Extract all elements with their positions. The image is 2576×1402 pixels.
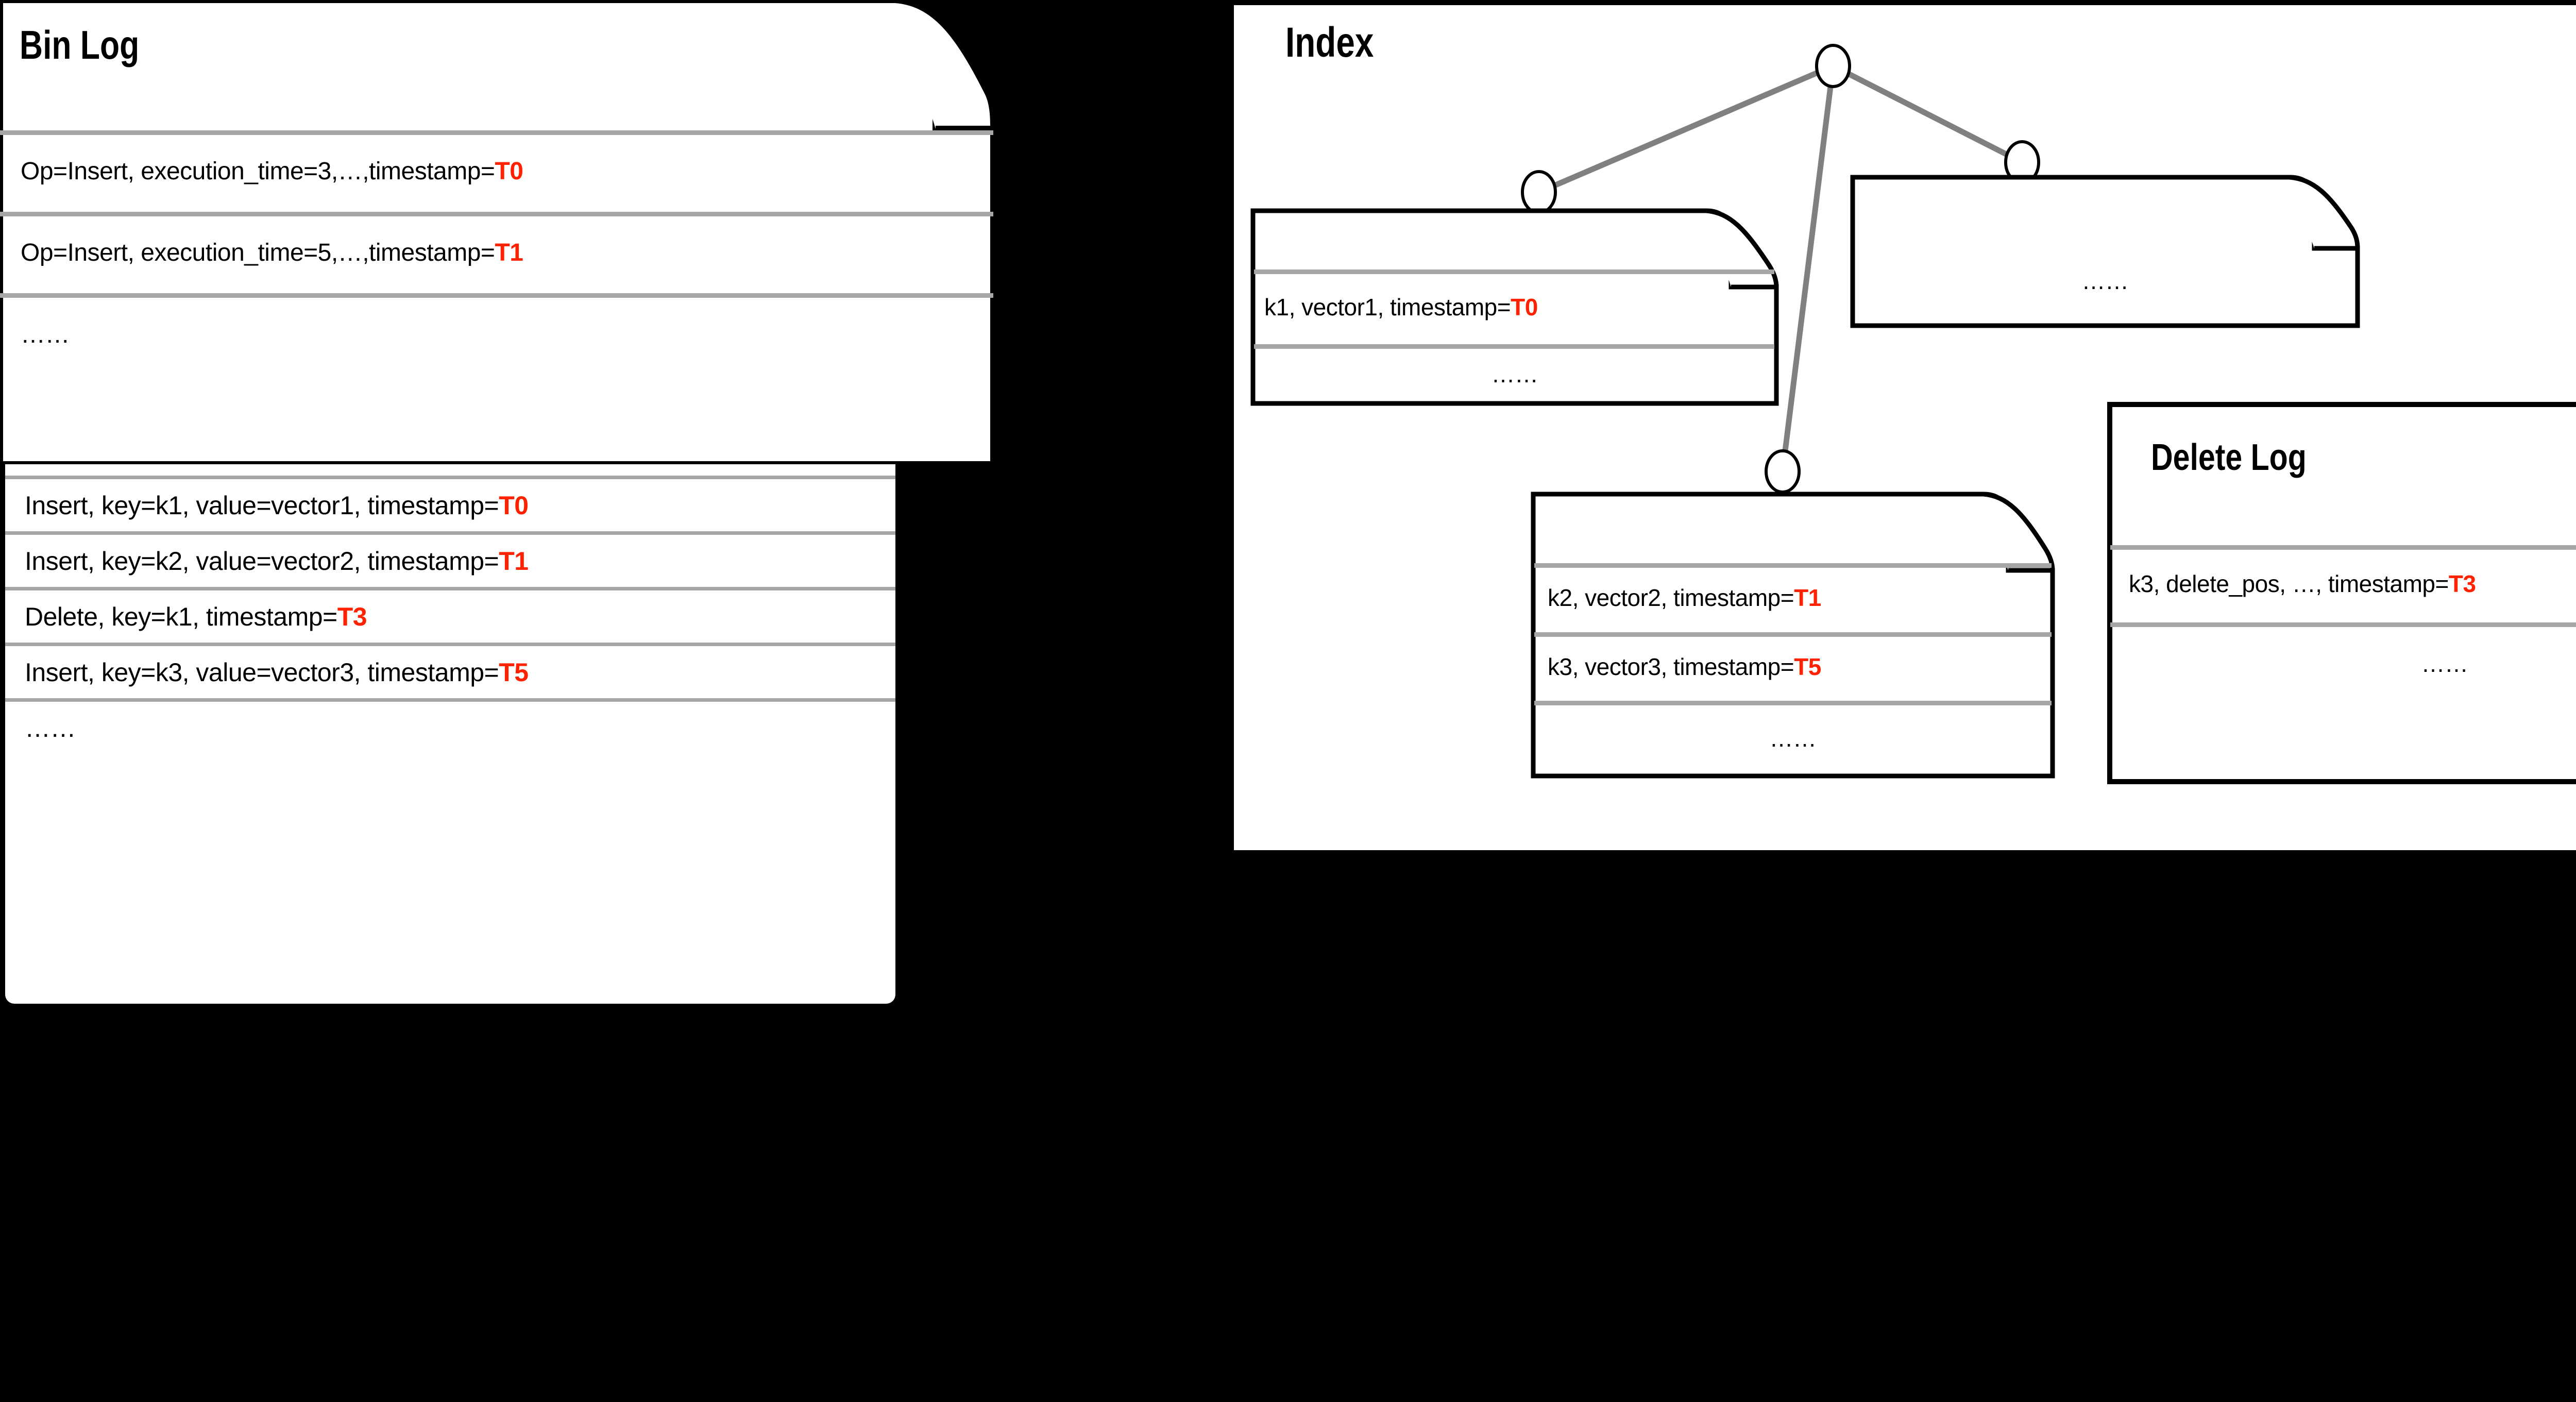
leaf-row: ……: [1531, 701, 2055, 776]
timestamp-value: T1: [499, 546, 529, 576]
delete-log-card[interactable]: Delete Log k3, delete_pos, …, timestamp=…: [2107, 402, 2576, 784]
wal-row-text: Insert, key=k2, value=vector2, timestamp…: [25, 546, 529, 576]
doc-outline: [1250, 208, 1779, 406]
timestamp-value: T1: [1794, 584, 1821, 611]
tree-node-root[interactable]: [1815, 44, 1851, 88]
row-separator: [1534, 563, 2052, 568]
leaf-row-text: k1, vector1, timestamp=T0: [1264, 293, 1538, 320]
bin-log-row: ……: [0, 293, 2576, 376]
leaf-row: k2, vector2, timestamp=T1: [1531, 563, 2055, 632]
wal-row-text: Delete, key=k1, timestamp=T3: [25, 602, 367, 631]
delete-log-title: Delete Log: [2151, 437, 2307, 478]
wal-row: Insert, key=k2, value=vector2, timestamp…: [5, 531, 895, 587]
timestamp-value: T3: [2448, 570, 2476, 597]
bin-log-row-text: Op=Insert, execution_time=3,…,timestamp=…: [21, 157, 523, 185]
leaf-row: k3, vector3, timestamp=T5: [1531, 632, 2055, 701]
tree-edge-center: [1780, 65, 1836, 472]
leaf-row: k1, vector1, timestamp=T0: [1251, 269, 1778, 344]
wal-row-list: Insert, key=k1, value=vector1, timestamp…: [5, 476, 895, 754]
leaf-row-ellipsis: ……: [1769, 725, 1817, 752]
timestamp-value: T0: [499, 491, 529, 520]
index-tree: [1521, 44, 2040, 494]
timestamp-value: T0: [1511, 293, 1538, 320]
timestamp-value: T0: [495, 157, 523, 185]
index-panel: Index k1, vector1, timestamp=T0 ……: [1234, 5, 2576, 850]
row-separator: [1254, 344, 1774, 349]
row-separator: [1254, 269, 1774, 274]
delete-log-row-text: k3, delete_pos, …, timestamp=T3: [2129, 570, 2476, 597]
row-separator: [1534, 701, 2052, 705]
delete-log-row: k3, delete_pos, …, timestamp=T3: [2107, 545, 2576, 622]
row-separator: [0, 212, 993, 216]
bin-log-row-ellipsis: ……: [21, 320, 70, 348]
leaf-row-ellipsis: ……: [1491, 360, 1539, 387]
doc-outline: [1850, 175, 2360, 328]
timestamp-value: T5: [1794, 653, 1821, 680]
timestamp-value: T1: [495, 239, 523, 266]
row-separator: [0, 293, 993, 298]
index-leaf-k1[interactable]: k1, vector1, timestamp=T0 ……: [1250, 208, 1779, 406]
tree-node-child-mid[interactable]: [1765, 449, 1801, 494]
bin-log-panel[interactable]: Bin Log Op=Insert, execution_time=3,…,ti…: [0, 0, 994, 464]
index-title: Index: [1285, 19, 1374, 66]
delete-log-row: ……: [2107, 622, 2576, 705]
wal-row-text: Insert, key=k3, value=vector3, timestamp…: [25, 657, 529, 687]
delete-log-row-ellipsis: ……: [2421, 650, 2469, 677]
bin-log-title: Bin Log: [20, 22, 140, 67]
wal-row: Delete, key=k1, timestamp=T3: [5, 587, 895, 643]
wal-row-ellipsis: ……: [25, 713, 76, 742]
bin-log-row-text: Op=Insert, execution_time=5,…,timestamp=…: [21, 239, 523, 266]
tree-nodes: [1521, 44, 2040, 494]
wal-row: Insert, key=k1, value=vector1, timestamp…: [5, 476, 895, 531]
leaf-row: ……: [1251, 344, 1778, 403]
timestamp-value: T5: [499, 657, 529, 687]
tree-edges: [1537, 63, 2024, 472]
leaf-row-text: k3, vector3, timestamp=T5: [1548, 653, 1821, 680]
index-leaf-k2k3[interactable]: k2, vector2, timestamp=T1 k3, vector3, t…: [1531, 492, 2055, 779]
wal-row: ……: [5, 698, 895, 754]
wal-row: Insert, key=k3, value=vector3, timestamp…: [5, 643, 895, 698]
row-separator: [0, 130, 993, 135]
index-leaf-ellipsis[interactable]: ……: [1850, 175, 2360, 328]
timestamp-value: T3: [337, 602, 367, 631]
tree-edge-left: [1537, 63, 1835, 195]
bin-log-outline: [0, 0, 994, 464]
leaf-row-text: k2, vector2, timestamp=T1: [1548, 584, 1821, 611]
tree-edge-right: [1832, 63, 2024, 165]
leaf-row-ellipsis: ……: [2081, 267, 2129, 294]
doc-outline: [2107, 402, 2576, 784]
leaf-row: ……: [1851, 252, 2360, 309]
row-separator: [2110, 622, 2576, 627]
row-separator: [1534, 632, 2052, 637]
row-separator: [2110, 545, 2576, 550]
wal-row-text: Insert, key=k1, value=vector1, timestamp…: [25, 491, 529, 520]
bin-log-row: Op=Insert, execution_time=5,…,timestamp=…: [0, 212, 2576, 293]
bin-log-row: Op=Insert, execution_time=3,…,timestamp=…: [0, 130, 2576, 212]
